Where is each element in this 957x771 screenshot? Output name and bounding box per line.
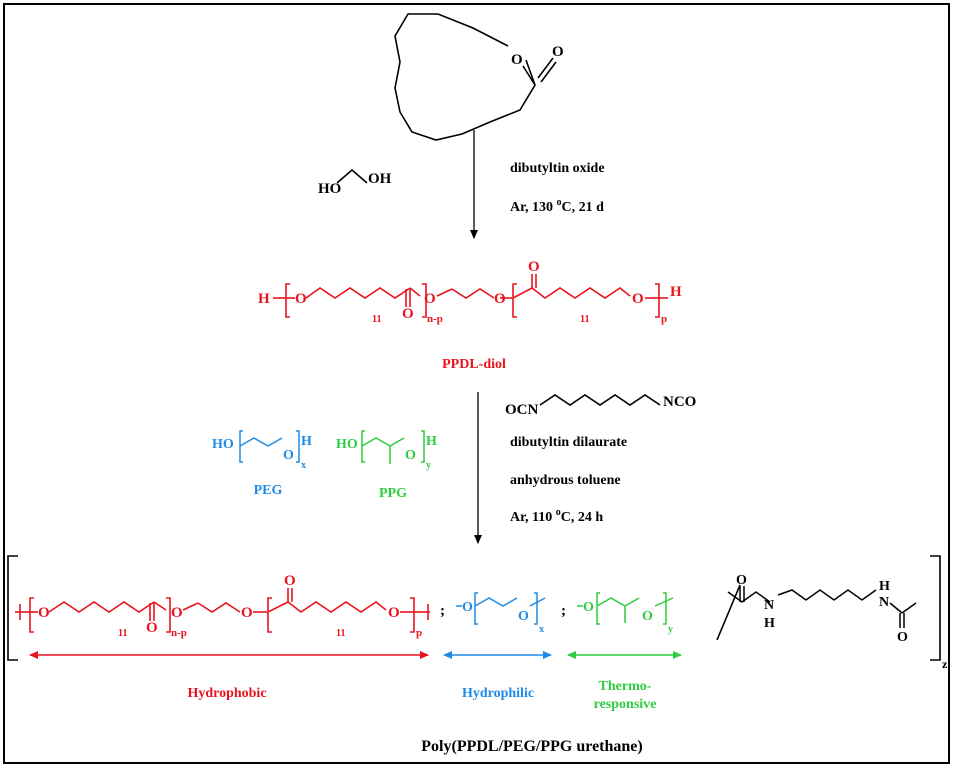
urethane-n1: N: [764, 598, 774, 613]
carbonyl-oxygen-label: O: [552, 44, 564, 60]
ppdl-sub-p: p: [661, 313, 667, 325]
step2-solvent: anhydrous toluene: [510, 473, 621, 488]
product-separator-1: ;: [440, 603, 445, 619]
ppg-name: PPG: [379, 486, 407, 501]
ppg-structure: HO O H y PPG: [336, 430, 437, 501]
product-peg-segment: O O x: [456, 592, 546, 635]
product-ppg-o2: O: [642, 609, 653, 624]
peg-o: O: [283, 448, 294, 463]
peg-ho: HO: [212, 437, 234, 452]
ppdl-sub11b: 11: [580, 314, 589, 325]
product-sub11a: 11: [118, 628, 127, 639]
label-thermo-line1: Thermo-: [599, 679, 652, 694]
ppdl-o4: O: [632, 291, 644, 307]
product-name: Poly(PPDL/PEG/PPG urethane): [421, 738, 642, 755]
figure-frame: [3, 3, 950, 764]
product-urethane-segment: O N H H N O: [727, 573, 917, 645]
ppdl-h-right: H: [670, 284, 682, 300]
hdi-nco: NCO: [663, 394, 696, 410]
urethane-h2: H: [879, 579, 890, 594]
ethylene-glycol-ho: HO: [318, 181, 341, 197]
product-ppg-o1: O: [583, 600, 594, 615]
ethylene-glycol-structure: HO OH: [318, 168, 392, 197]
ppg-o: O: [405, 448, 416, 463]
ring-oxygen-label: O: [511, 52, 523, 68]
ppdl-sub11a: 11: [372, 314, 381, 325]
product-o-carbonyl-b: O: [284, 573, 296, 589]
product-ppg-segment: O O y: [577, 592, 674, 635]
label-thermo-line2: responsive: [594, 697, 657, 712]
product-peg-sub: x: [539, 624, 544, 635]
peg-structure: HO O H x PEG: [212, 430, 312, 498]
pentadecalactone-structure: [394, 13, 557, 141]
ppdl-o-carbonyl-b: O: [528, 259, 540, 275]
product-o4: O: [388, 605, 400, 621]
hdi-ocn: OCN: [505, 402, 539, 418]
product-sub-p: p: [416, 627, 422, 639]
step2-catalyst: dibutyltin dilaurate: [510, 435, 627, 450]
ppg-ho: HO: [336, 437, 358, 452]
label-hydrophobic: Hydrophobic: [187, 686, 266, 701]
step2-conditions: Ar, 110 oC, 24 h: [510, 507, 603, 525]
urethane-o2: O: [897, 630, 908, 645]
ppg-h: H: [426, 434, 437, 449]
step1-catalyst: dibutyltin oxide: [510, 161, 605, 176]
product-o1: O: [38, 605, 50, 621]
product-peg-o2: O: [518, 609, 529, 624]
polymer-bracket-right: [930, 555, 941, 661]
ppdl-o2: O: [424, 291, 436, 307]
product-o3: O: [241, 605, 253, 621]
hdi-structure: OCN NCO: [505, 394, 696, 418]
product-sub-np: n-p: [171, 627, 187, 639]
peg-h: H: [301, 434, 312, 449]
ppdl-diol-structure: H O 11 O n-p O O O 11 O p H: [258, 259, 682, 325]
polymer-sub-z: z: [942, 657, 948, 671]
product-separator-2: ;: [561, 603, 566, 619]
product-ppg-sub: y: [668, 624, 673, 635]
urethane-o1: O: [736, 573, 747, 588]
product-o-carbonyl-a: O: [146, 620, 158, 636]
ethylene-glycol-oh: OH: [368, 171, 392, 187]
product-peg-o1: O: [462, 600, 473, 615]
product-sub11b: 11: [336, 628, 345, 639]
step1-conditions: Ar, 130 oC, 21 d: [510, 197, 604, 215]
segment-slash-divider: [716, 584, 741, 641]
ppdl-h-left: H: [258, 291, 270, 307]
ppdl-o3: O: [494, 291, 506, 307]
peg-name: PEG: [254, 483, 283, 498]
ppdl-o-carbonyl-a: O: [402, 306, 414, 322]
ppdl-diol-name: PPDL-diol: [442, 357, 506, 372]
urethane-n2: N: [879, 595, 889, 610]
label-hydrophilic: Hydrophilic: [462, 686, 534, 701]
ppdl-o1: O: [295, 291, 307, 307]
peg-sub-x: x: [301, 460, 306, 471]
polymer-bracket-left: [7, 555, 18, 661]
urethane-h1: H: [764, 616, 775, 631]
product-ppdl-segment: O 11 O n-p O O O 11 O p: [15, 573, 430, 639]
ppg-sub-y: y: [426, 460, 431, 471]
product-o2: O: [171, 605, 183, 621]
ppdl-sub-np: n-p: [427, 313, 443, 325]
